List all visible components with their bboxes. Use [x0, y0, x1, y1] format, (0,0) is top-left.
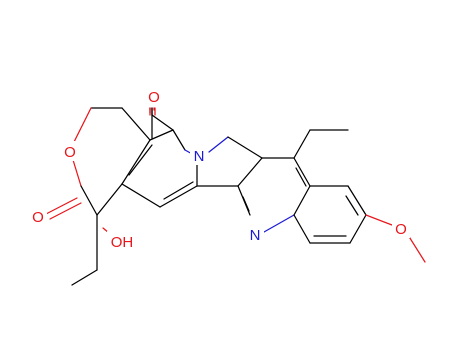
bonds — [45, 107, 426, 286]
bond — [365, 214, 393, 226]
bond — [121, 183, 161, 208]
bond — [227, 136, 263, 159]
label-mask — [246, 224, 264, 244]
label-mask — [392, 218, 410, 238]
quinoline-nitrogen-label: N — [250, 227, 261, 244]
bond — [295, 167, 307, 187]
bond — [263, 214, 295, 233]
ring-nitrogen-label: N — [194, 148, 205, 165]
bond — [121, 139, 151, 185]
bond — [128, 144, 153, 176]
bond — [347, 185, 367, 216]
bond — [407, 234, 426, 263]
hydroxyl-label: OH — [111, 234, 134, 251]
bond — [349, 214, 367, 244]
bond — [96, 183, 123, 216]
bond — [163, 181, 194, 200]
bond — [345, 195, 359, 216]
bond — [45, 197, 78, 215]
bond — [80, 185, 98, 216]
bond — [293, 214, 311, 244]
bond — [71, 269, 98, 286]
label-mask — [107, 231, 137, 251]
lactone-oxygen-label: O — [32, 209, 44, 226]
bond — [172, 129, 186, 151]
bond — [237, 157, 263, 187]
bond — [293, 129, 311, 159]
label-mask — [145, 86, 163, 106]
bond — [208, 136, 229, 153]
bond — [159, 185, 198, 208]
bond — [242, 196, 250, 212]
methoxy-oxygen-label: O — [395, 221, 407, 238]
ketone-oxygen-label: O — [148, 89, 160, 106]
bond — [293, 185, 311, 216]
bond — [49, 202, 82, 220]
ring-oxygen-label: O — [64, 144, 76, 161]
label-mask — [29, 206, 47, 226]
label-mask — [190, 145, 208, 165]
label-mask — [61, 141, 79, 161]
bond — [149, 129, 174, 141]
bond — [293, 157, 311, 187]
bond — [121, 107, 151, 141]
atom-labels: O O O OH N N O — [29, 86, 410, 251]
bond — [151, 114, 174, 131]
